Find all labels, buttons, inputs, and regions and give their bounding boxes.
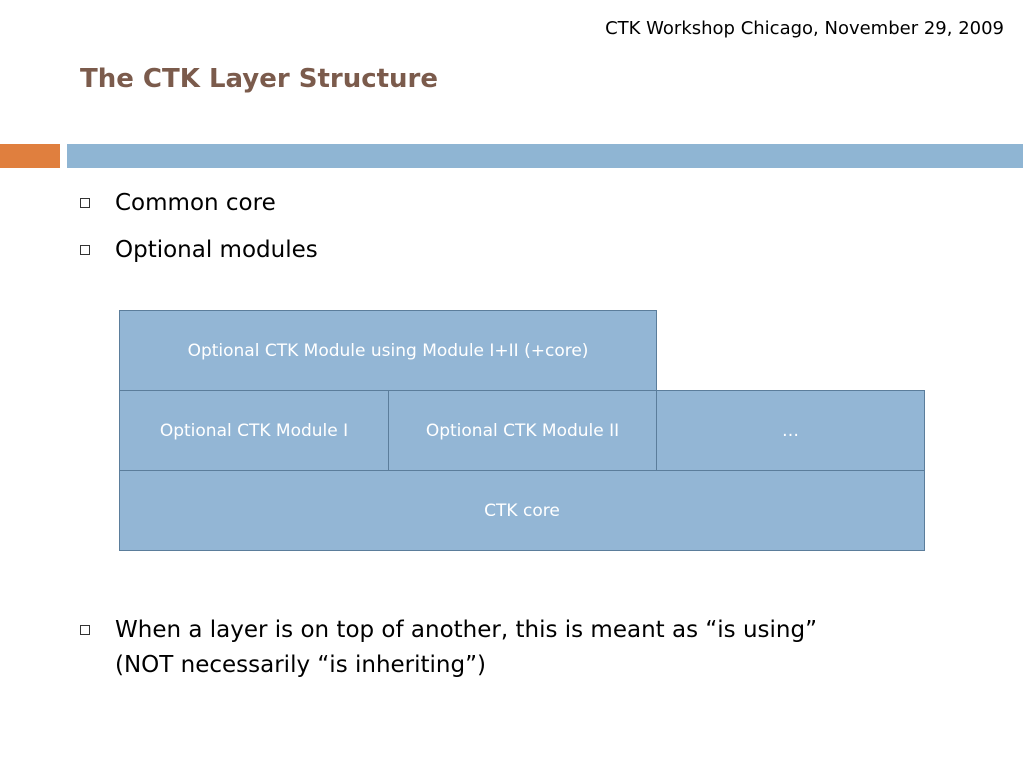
bullet-text: Optional modules	[115, 237, 318, 263]
bullet-text: Common core	[115, 190, 276, 216]
layer-label: Optional CTK Module using Module I+II (+…	[187, 340, 589, 361]
layer-label: CTK core	[484, 500, 560, 521]
bullet-text-line-2: (NOT necessarily “is inheriting”)	[115, 652, 486, 678]
layer-label: Optional CTK Module I	[159, 420, 349, 441]
layer-more-modules: …	[656, 390, 925, 471]
bullet-square-icon	[80, 625, 90, 635]
layer-label: Optional CTK Module II	[425, 420, 620, 441]
header-note: CTK Workshop Chicago, November 29, 2009	[605, 18, 1004, 39]
bullet-text-line-1: When a layer is on top of another, this …	[115, 617, 818, 643]
slide-title: The CTK Layer Structure	[80, 64, 439, 94]
layer-module-1: Optional CTK Module I	[119, 390, 389, 471]
bullet-text: When a layer is on top of another, this …	[115, 613, 817, 683]
bullet-square-icon	[80, 198, 90, 208]
layer-core: CTK core	[119, 470, 925, 551]
layer-module-2: Optional CTK Module II	[388, 390, 657, 471]
accent-bar-orange	[0, 144, 60, 168]
bullet-square-icon	[80, 245, 90, 255]
layer-label: …	[782, 420, 799, 441]
layer-top-module: Optional CTK Module using Module I+II (+…	[119, 310, 657, 391]
accent-bar-blue	[67, 144, 1023, 168]
